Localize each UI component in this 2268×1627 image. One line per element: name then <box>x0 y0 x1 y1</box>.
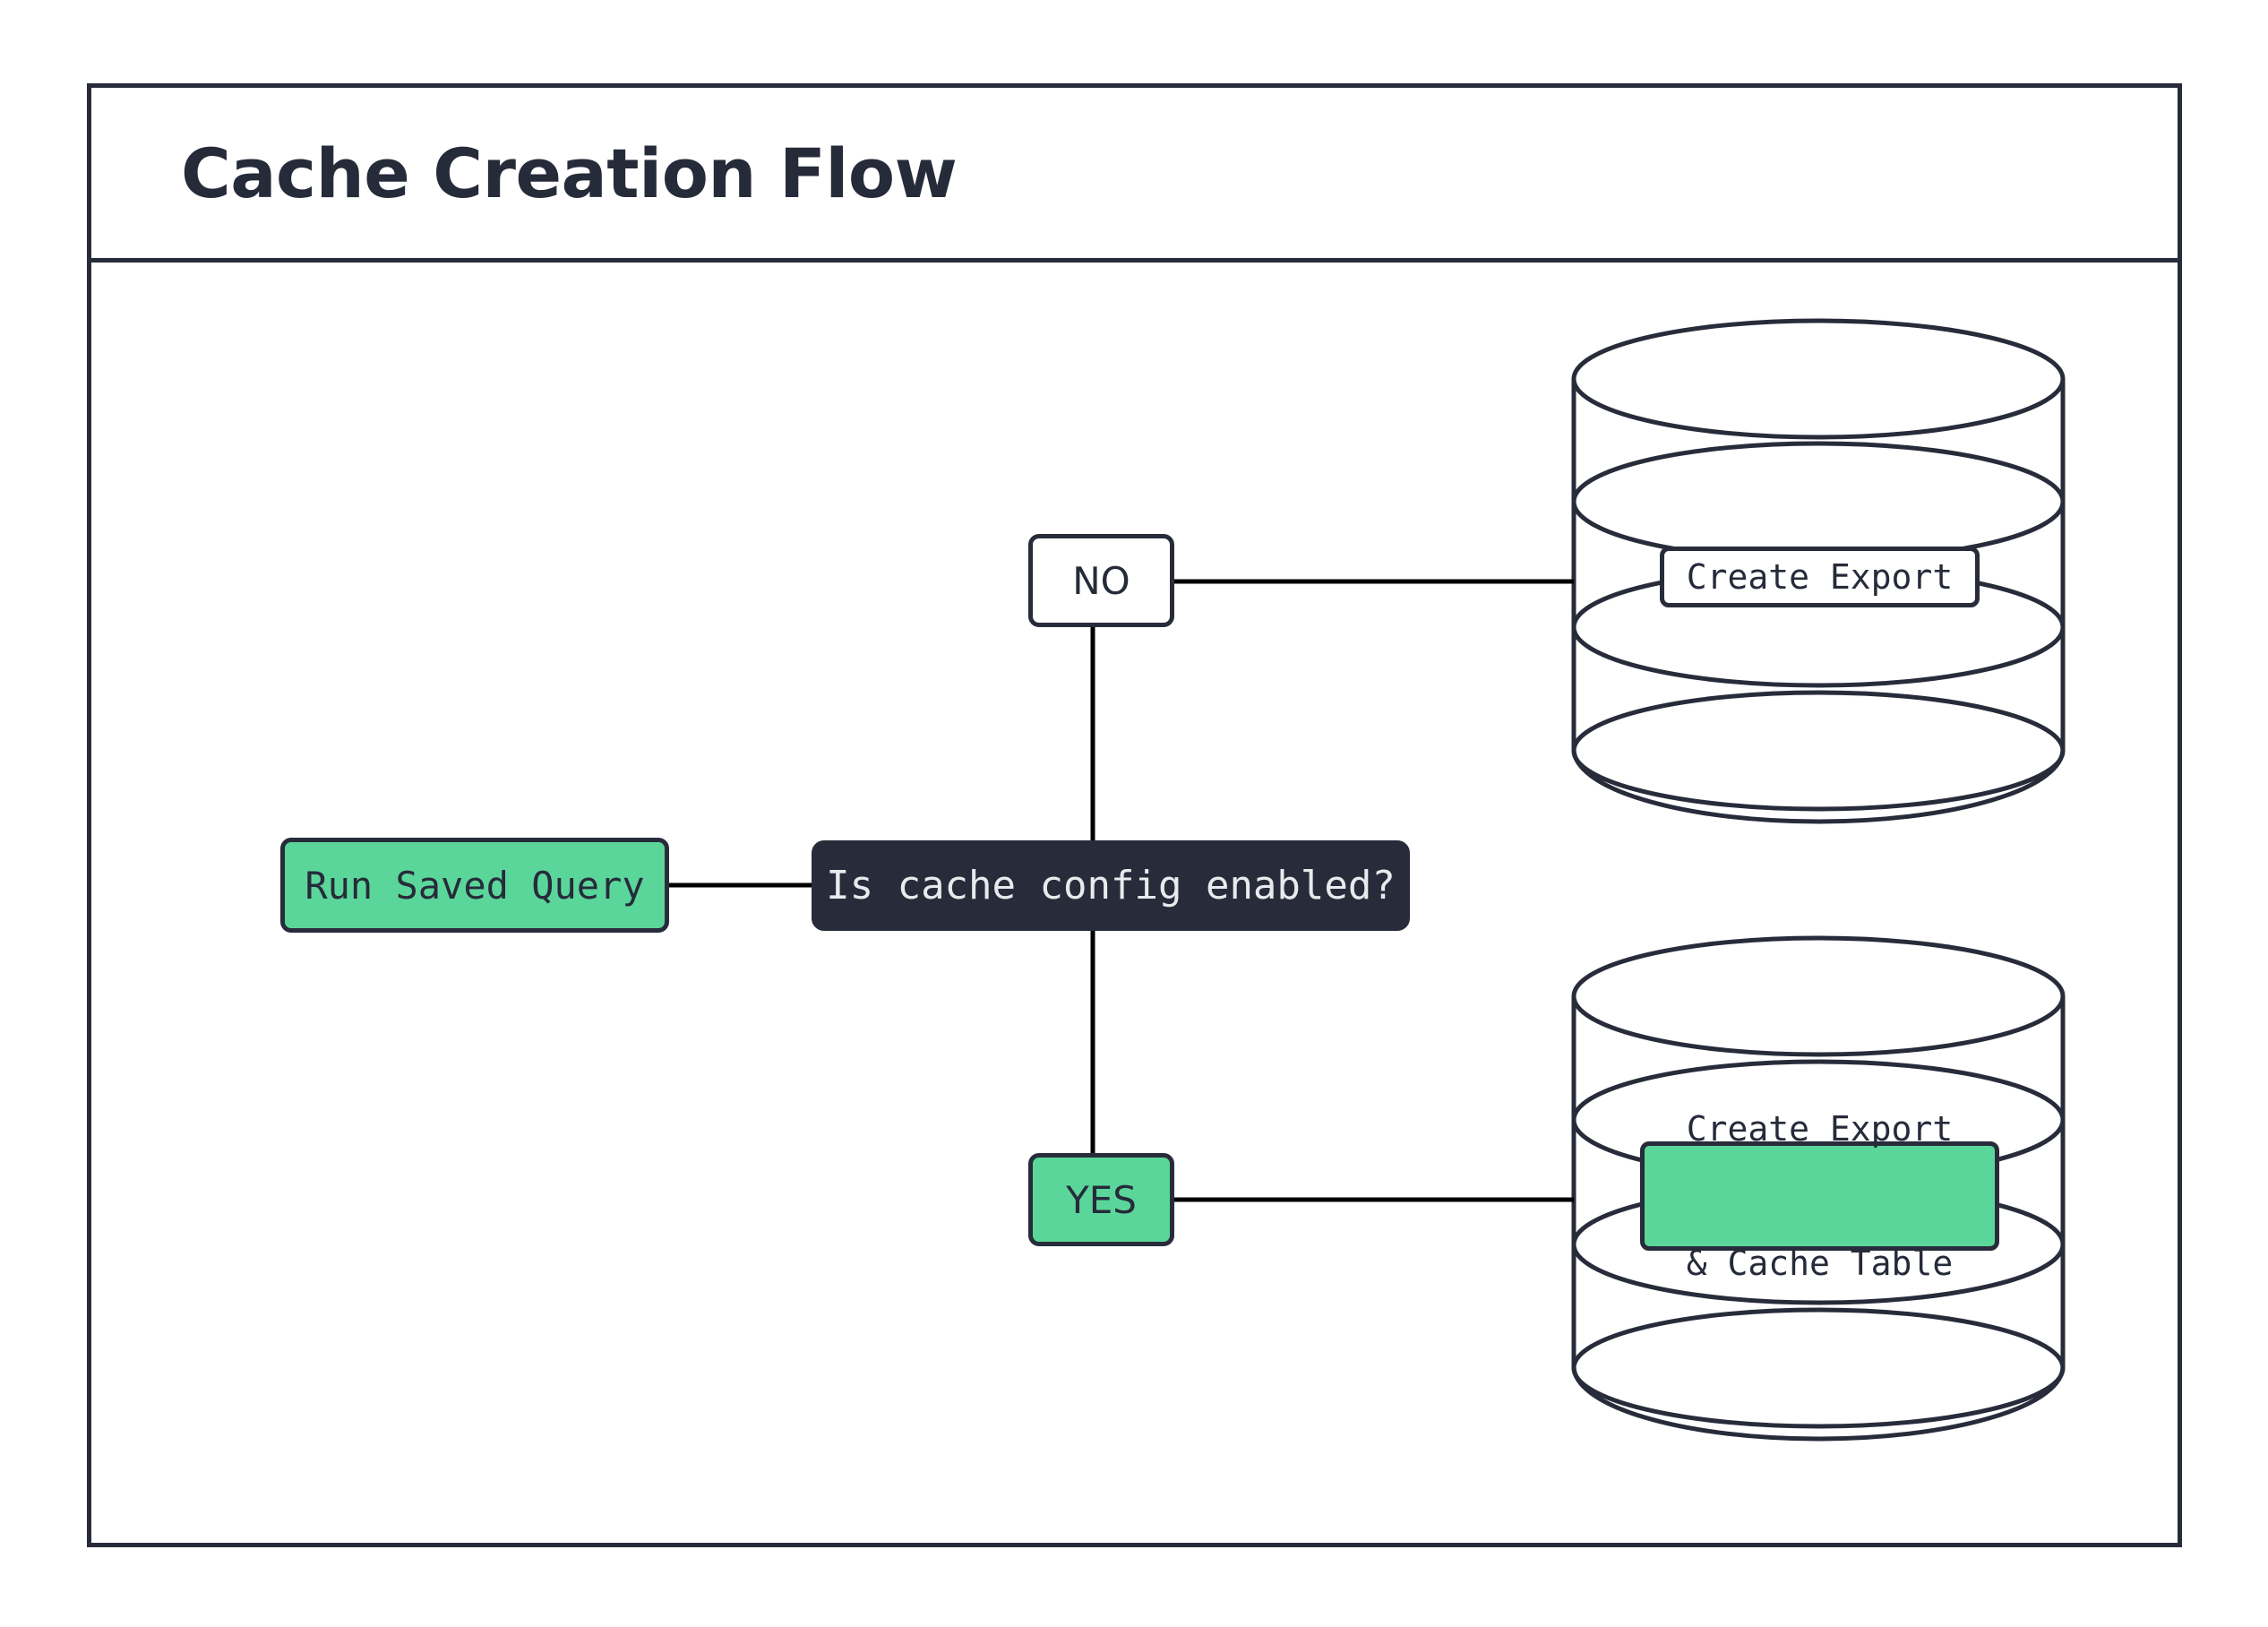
edge-label-no[interactable]: NO <box>1028 534 1174 627</box>
node-create-export[interactable]: Create Export <box>1660 547 1980 607</box>
edge-label-yes[interactable]: YES <box>1028 1153 1174 1246</box>
node-run-saved-query[interactable]: Run Saved Query <box>280 838 669 933</box>
node-decision-cache-config[interactable]: Is cache config enabled? <box>812 840 1410 931</box>
diagram-header: Cache Creation Flow <box>91 88 2178 263</box>
node-create-export-cache-line2: & Cache Table <box>1686 1244 1954 1284</box>
node-create-export-cache-table[interactable]: Create Export & Cache Table <box>1640 1109 1999 1283</box>
page-title: Cache Creation Flow <box>181 133 958 213</box>
node-create-export-cache-line1: Create Export <box>1686 1108 1954 1149</box>
